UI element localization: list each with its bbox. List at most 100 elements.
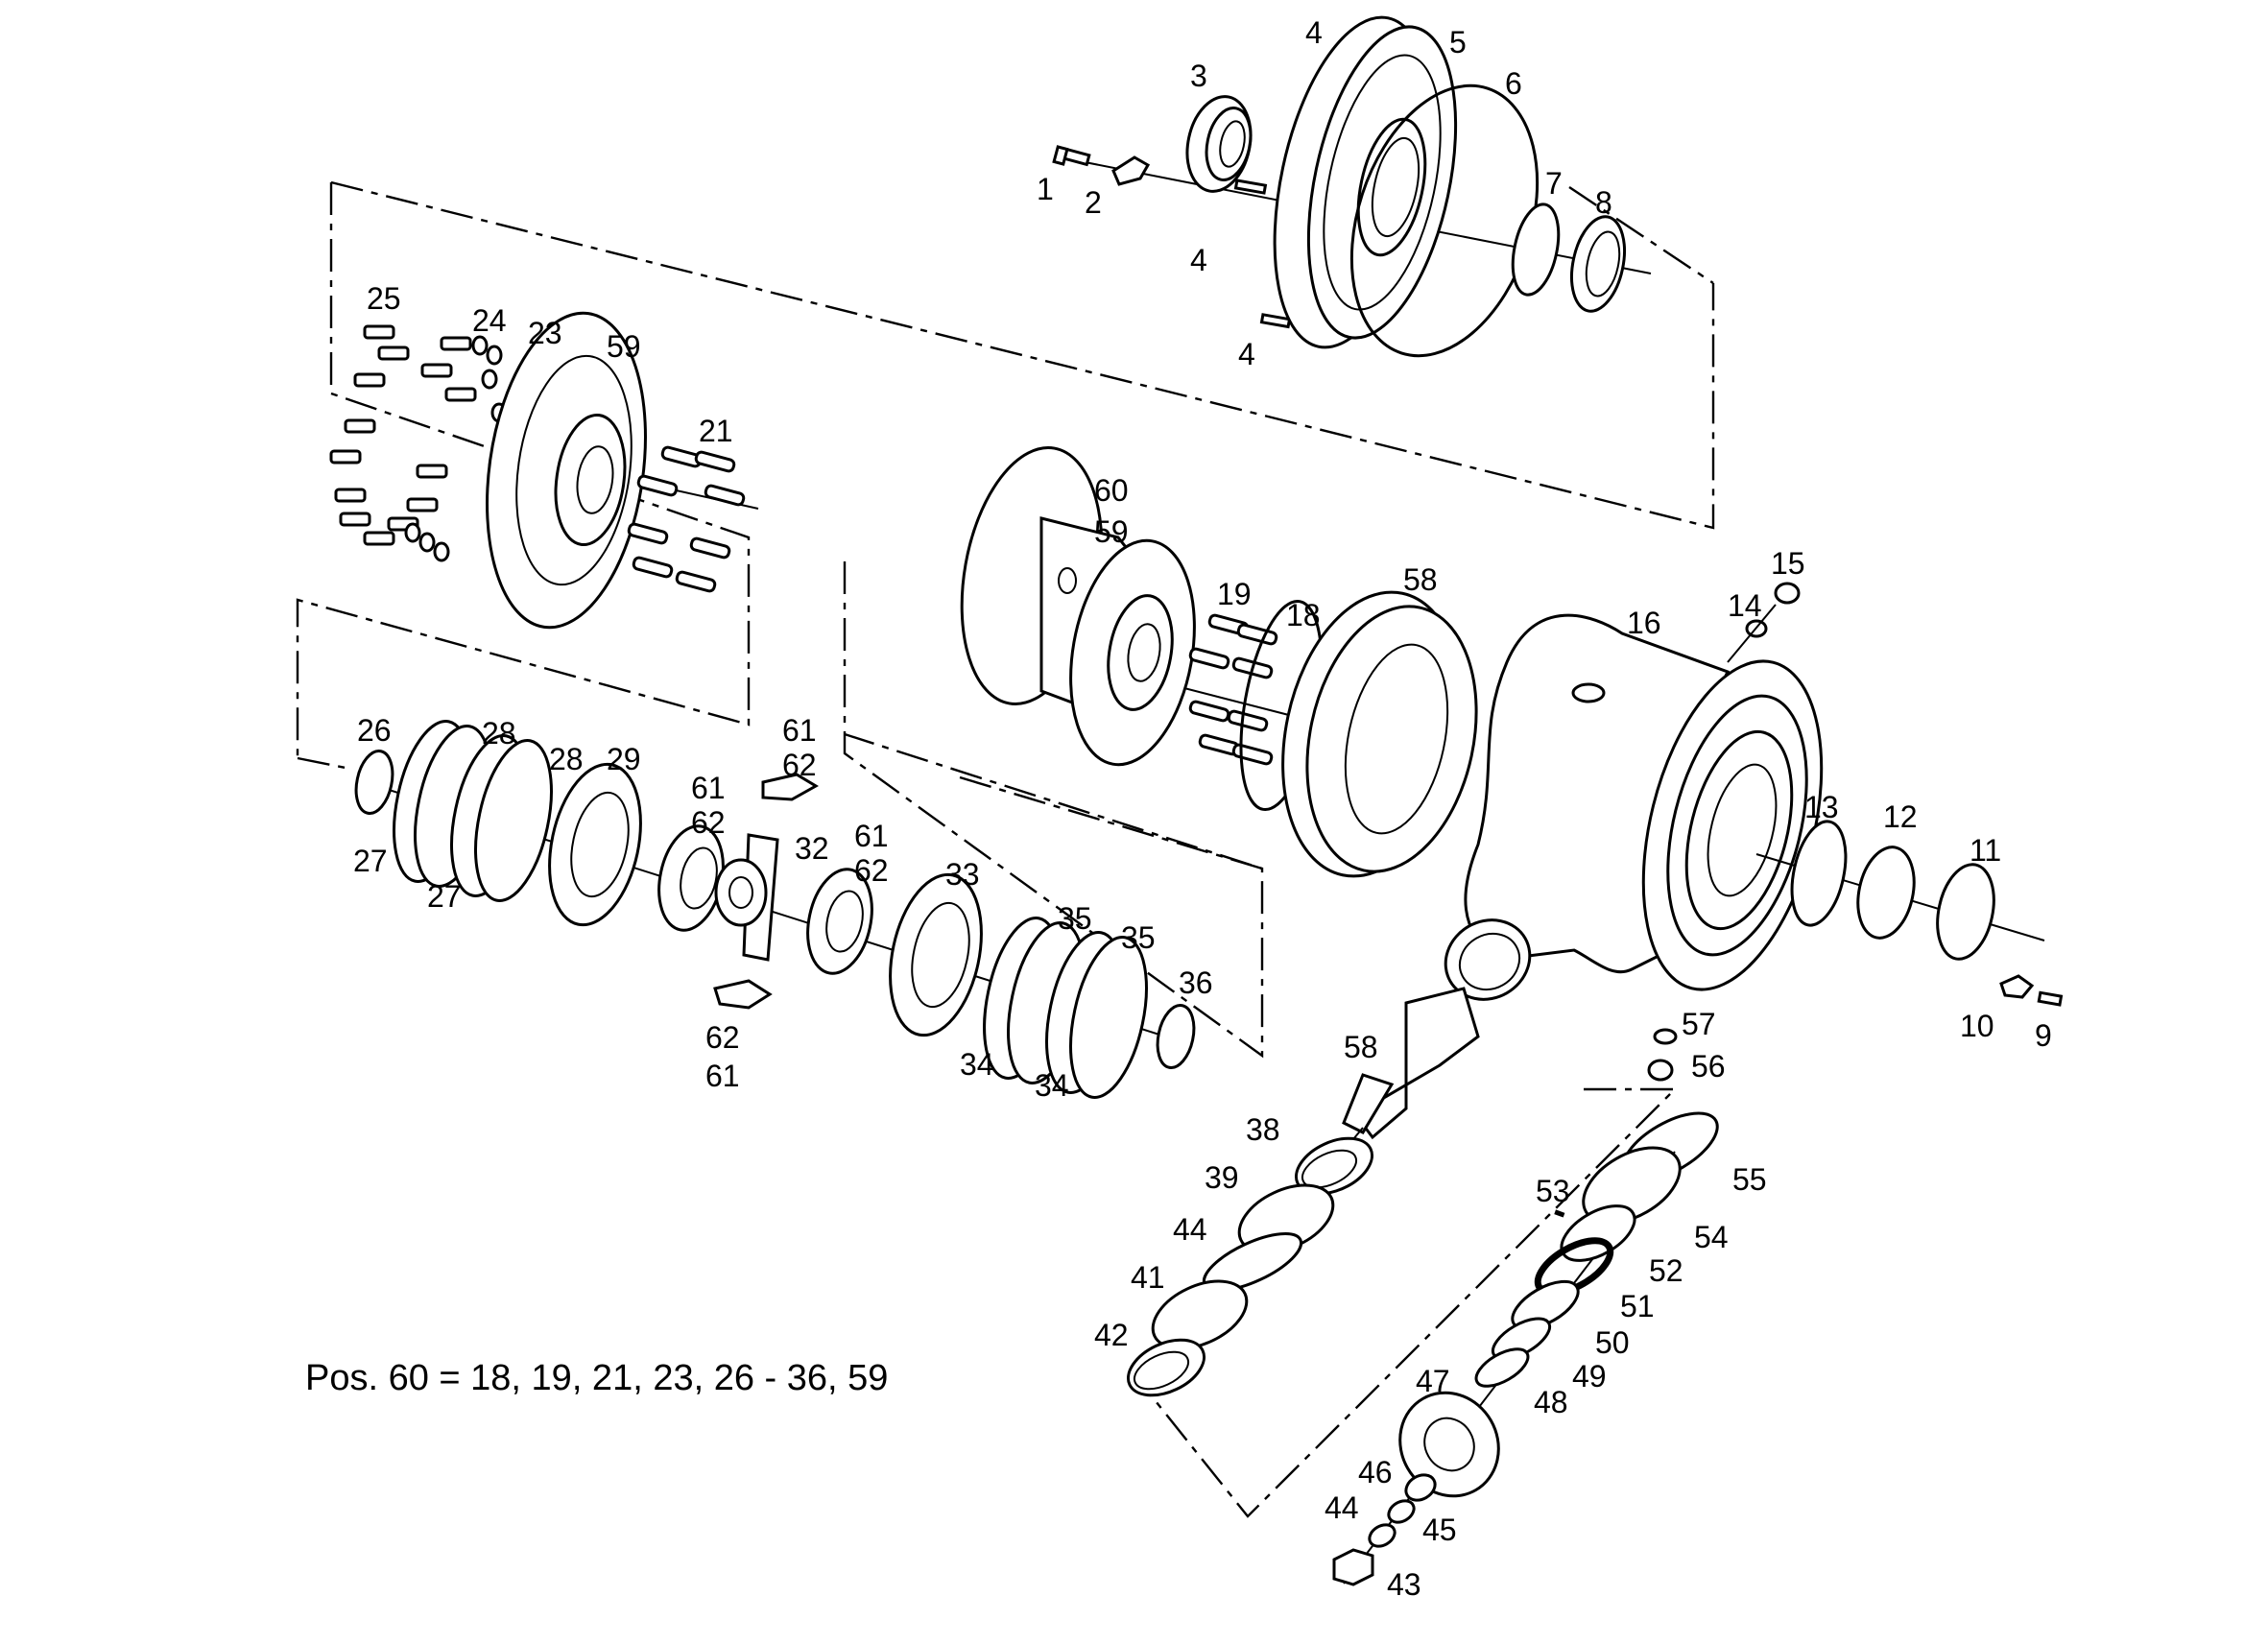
callout: 61 — [854, 819, 889, 853]
callout: 58 — [1403, 562, 1438, 597]
callout: 62 — [854, 853, 889, 888]
differential-case — [960, 445, 1478, 878]
callout: 62 — [705, 1020, 740, 1055]
callout: 3 — [1190, 59, 1207, 93]
callout: 23 — [528, 316, 562, 350]
drive-pinion-icon — [1342, 987, 1480, 1140]
bearing-icon — [1185, 95, 1253, 193]
shim-ring-icon — [1511, 203, 1561, 297]
callout: 44 — [1325, 1490, 1359, 1525]
callout: 44 — [1173, 1212, 1207, 1247]
callout: 27 — [353, 844, 388, 878]
callout: 8 — [1595, 185, 1612, 220]
callout: 9 — [2035, 1018, 2052, 1053]
callout: 33 — [945, 857, 980, 892]
callout: 28 — [549, 742, 584, 776]
callout: 15 — [1771, 546, 1805, 581]
callout: 34 — [960, 1047, 994, 1082]
callout-labels: 1 2 3 4 4 4 5 6 7 8 9 10 11 12 13 14 15 … — [353, 15, 2052, 1602]
callout: 60 — [1094, 473, 1129, 508]
callout: 35 — [1058, 901, 1092, 936]
assembly-frames — [296, 180, 1715, 1518]
callout: 34 — [1035, 1068, 1069, 1103]
callout: 1 — [1037, 172, 1054, 206]
callout: 38 — [1246, 1112, 1280, 1147]
callout: 10 — [1960, 1009, 1994, 1043]
plug-icon — [1647, 1059, 1674, 1082]
callout: 59 — [1094, 514, 1129, 549]
lock-plate-icon — [1111, 155, 1151, 186]
callout: 36 — [1179, 965, 1213, 1000]
position-footnote: Pos. 60 = 18, 19, 21, 23, 26 - 36, 59 — [305, 1358, 888, 1398]
callout: 47 — [1416, 1364, 1450, 1398]
callout: 35 — [1121, 920, 1156, 955]
callout: 32 — [795, 831, 829, 866]
callout: 58 — [1344, 1030, 1378, 1064]
spacer-ring-icon — [1511, 1279, 1580, 1331]
clutch-disc-icon — [983, 917, 1148, 1099]
callout: 13 — [1804, 790, 1839, 824]
callout: 12 — [1883, 799, 1918, 834]
side-gear-icon — [806, 868, 873, 975]
callout: 43 — [1387, 1567, 1421, 1602]
callout: 5 — [1449, 25, 1467, 60]
thrust-washer-icon — [1156, 1004, 1196, 1069]
output-flange-icon — [1398, 1391, 1500, 1498]
flange-disc-icon — [486, 311, 647, 630]
shim-icon — [1491, 1317, 1552, 1361]
callout: 16 — [1627, 606, 1661, 640]
callout: 4 — [1238, 337, 1255, 371]
callout: 21 — [699, 414, 733, 448]
callout: 39 — [1205, 1160, 1239, 1195]
callout: 42 — [1094, 1318, 1129, 1352]
callout: 41 — [1131, 1260, 1165, 1295]
callout: 59 — [607, 329, 641, 364]
callout: 46 — [1358, 1455, 1393, 1489]
callout: 50 — [1595, 1325, 1630, 1360]
callout: 57 — [1682, 1007, 1716, 1041]
side-gear-icon — [657, 824, 725, 932]
differential-case-icon — [960, 445, 1196, 767]
thrust-washer-icon — [354, 750, 394, 815]
seal-carrier-icon — [1582, 1146, 1682, 1225]
callout: 61 — [691, 771, 726, 805]
pinion-gear-icon — [761, 773, 819, 801]
seal-ring-icon — [1790, 820, 1848, 927]
callout: 48 — [1534, 1385, 1568, 1419]
callout: 61 — [782, 713, 817, 748]
callout: 11 — [1970, 833, 2001, 868]
o-ring-icon — [1404, 1473, 1437, 1502]
callout: 18 — [1286, 598, 1321, 632]
bearing-cup-icon — [1151, 1279, 1249, 1350]
callout: 24 — [472, 303, 507, 338]
callout: 28 — [482, 716, 516, 751]
cover-assembly — [1052, 15, 1652, 358]
clutch-disc-icon — [393, 720, 553, 902]
callout: 61 — [705, 1059, 740, 1093]
pressure-ring-icon — [889, 872, 983, 1037]
bolt-icon — [2037, 990, 2064, 1007]
nut-icon — [1332, 1548, 1374, 1586]
callout: 45 — [1422, 1513, 1457, 1547]
washer-icon — [1368, 1523, 1397, 1548]
callout: 27 — [427, 879, 462, 914]
callout: 4 — [1305, 15, 1323, 50]
callout: 6 — [1505, 66, 1522, 101]
pin-set-icon — [627, 445, 746, 593]
callout: 29 — [607, 742, 641, 776]
axle-housing — [1444, 582, 2064, 1007]
pressure-ring-icon — [548, 762, 642, 927]
callout: 62 — [782, 748, 817, 782]
callout: 7 — [1545, 166, 1563, 201]
callout: 19 — [1217, 577, 1252, 611]
callout: 55 — [1732, 1162, 1767, 1197]
pinion-assembly — [1126, 987, 1719, 1586]
callout: 53 — [1536, 1174, 1570, 1208]
slotted-nut-icon — [1936, 863, 1995, 961]
pinion-gear-icon — [713, 979, 773, 1010]
axle-housing-icon — [1444, 613, 1824, 1001]
bearing-icon — [1126, 1338, 1206, 1397]
o-ring-icon — [1653, 1028, 1678, 1045]
callout: 4 — [1190, 243, 1207, 277]
